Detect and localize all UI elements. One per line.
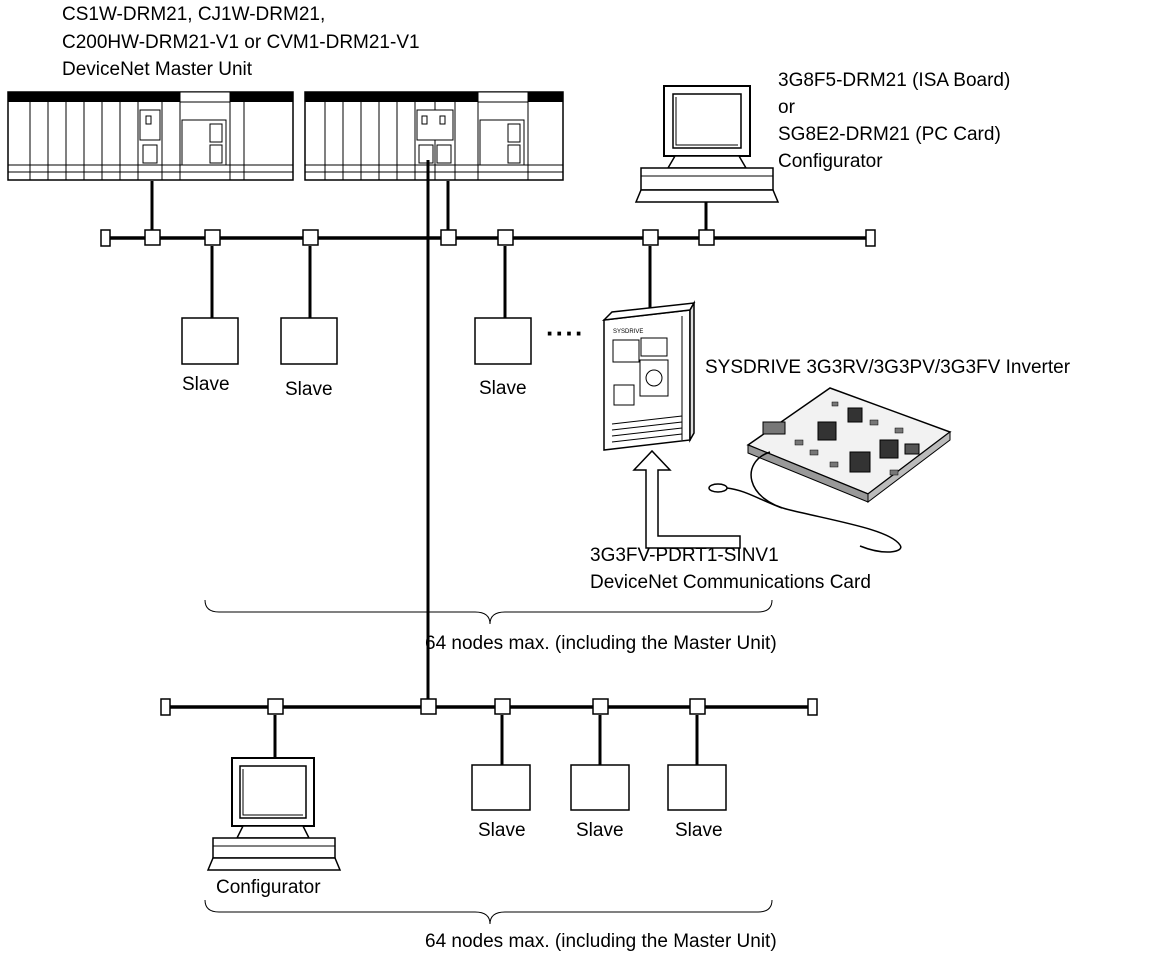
slave-box-2	[280, 317, 338, 365]
configurator-top-label-line2: or	[778, 97, 795, 118]
inverter-brand: SYSDRIVE	[613, 329, 643, 335]
slave-label-4: Slave	[478, 820, 526, 841]
comm-card-label-line1: 3G3FV-PDRT1-SINV1	[590, 545, 779, 566]
communications-card-icon	[708, 387, 952, 553]
plc-rack-left	[7, 91, 294, 181]
brace-bottom	[204, 899, 773, 925]
slave-box-3	[474, 317, 532, 365]
pc-configurator-bottom-icon	[206, 757, 342, 871]
install-arrow	[632, 449, 741, 549]
ellipsis: ····	[546, 318, 585, 348]
brace-top	[204, 599, 773, 625]
nodes-max-bottom: 64 nodes max. (including the Master Unit…	[425, 931, 777, 952]
inverter-label: SYSDRIVE 3G3RV/3G3PV/3G3FV Inverter	[705, 357, 1071, 378]
slave-label-2: Slave	[285, 379, 333, 400]
top-network	[100, 181, 876, 318]
master-unit-label-line1: CS1W-DRM21, CJ1W-DRM21,	[62, 4, 326, 25]
slave-box-5	[570, 764, 630, 811]
slave-box-4	[471, 764, 531, 811]
slave-label-5: Slave	[576, 820, 624, 841]
plc-rack-right	[304, 91, 564, 181]
slave-label-1: Slave	[182, 374, 230, 395]
slave-label-6: Slave	[675, 820, 723, 841]
master-unit-module-right	[416, 109, 454, 164]
master-unit-module-left	[139, 109, 161, 164]
configurator-top-label-line4: Configurator	[778, 151, 883, 172]
slave-label-3: Slave	[479, 378, 527, 399]
configurator-top-label-line3: SG8E2-DRM21 (PC Card)	[778, 124, 1001, 145]
inverter-icon: SYSDRIVE	[601, 300, 696, 451]
configurator-bottom-label: Configurator	[216, 877, 321, 898]
bottom-network	[160, 698, 818, 765]
configurator-top-label-line1: 3G8F5-DRM21 (ISA Board)	[778, 70, 1011, 91]
nodes-max-top: 64 nodes max. (including the Master Unit…	[425, 633, 777, 654]
master-unit-label-line2: C200HW-DRM21-V1 or CVM1-DRM21-V1	[62, 32, 420, 53]
slave-box-6	[667, 764, 727, 811]
pc-configurator-top-icon	[634, 85, 780, 203]
master-unit-label-line3: DeviceNet Master Unit	[62, 59, 253, 80]
slave-box-1	[181, 317, 239, 365]
comm-card-label-line2: DeviceNet Communications Card	[590, 572, 871, 593]
